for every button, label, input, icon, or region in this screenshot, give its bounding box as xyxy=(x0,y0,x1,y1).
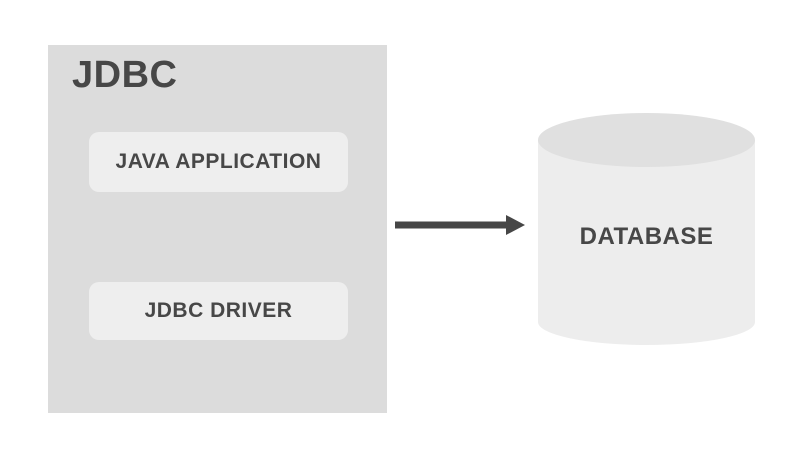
arrow-shaft xyxy=(395,221,510,229)
java-application-label: JAVA APPLICATION xyxy=(115,150,322,173)
database-cylinder-shape xyxy=(538,113,755,345)
jdbc-driver-box: JDBC DRIVER xyxy=(89,282,348,340)
database-label: DATABASE xyxy=(579,223,714,250)
jdbc-driver-label: JDBC DRIVER xyxy=(144,299,293,322)
arrow-right-icon xyxy=(395,215,525,235)
java-application-box: JAVA APPLICATION xyxy=(89,132,348,192)
database-cylinder: DATABASE xyxy=(538,113,755,347)
cylinder-body xyxy=(538,140,755,345)
jdbc-container-box: JDBC JAVA APPLICATION JDBC DRIVER xyxy=(48,45,387,413)
jdbc-title: JDBC xyxy=(72,54,178,96)
arrow-head xyxy=(506,215,525,235)
cylinder-top-ellipse xyxy=(538,113,755,167)
